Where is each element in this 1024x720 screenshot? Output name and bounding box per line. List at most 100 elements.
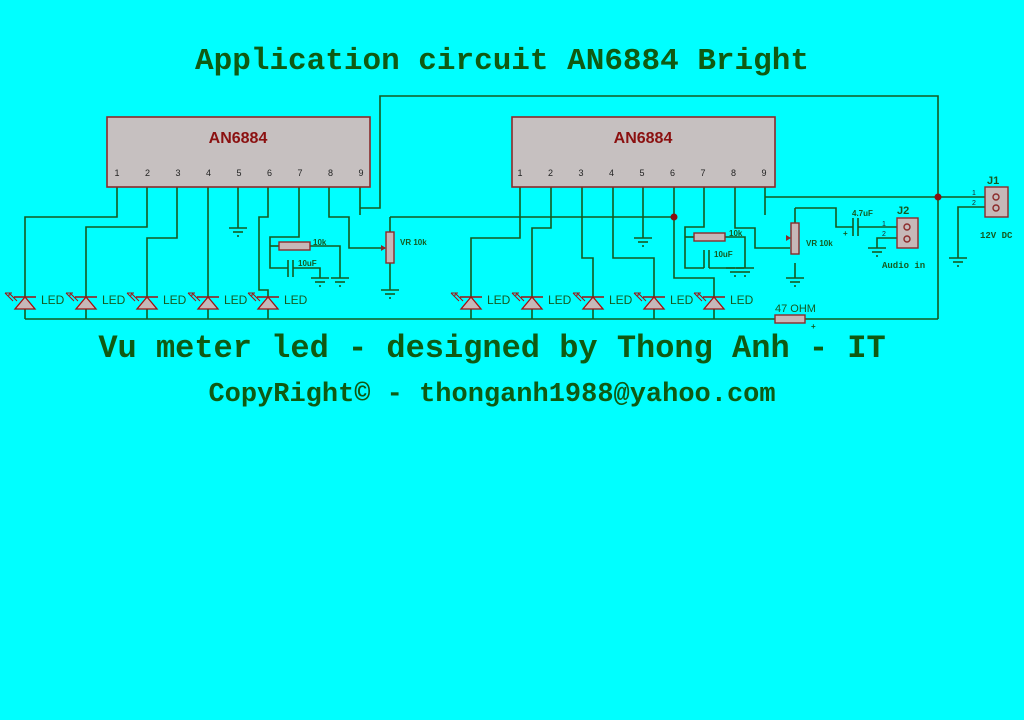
led-diode[interactable]: LED <box>4 291 65 319</box>
ground-icon <box>634 237 652 247</box>
wiper-arrow-icon <box>381 245 386 251</box>
capacitor-label: 10uF <box>714 250 733 259</box>
ground-icon <box>786 277 804 287</box>
resistor-label: 10k <box>313 238 327 247</box>
capacitor-label: 4.7uF <box>852 209 873 218</box>
capacitor-10uf-2 <box>703 250 710 268</box>
ground-icon <box>726 267 744 277</box>
light-emission-arrows-icon <box>65 291 79 302</box>
potentiometer-label: VR 10k <box>806 239 833 248</box>
resistor-10k-2[interactable] <box>693 232 726 242</box>
pin-number: 7 <box>297 168 302 178</box>
led-diode[interactable]: LED <box>247 291 308 319</box>
connector-ref: J1 <box>987 175 999 187</box>
led-label: LED <box>224 293 248 307</box>
connector-desc: Audio in <box>882 261 925 271</box>
pin-number: 3 <box>578 168 583 178</box>
potentiometer-2[interactable] <box>790 222 800 255</box>
connector-j1[interactable] <box>984 186 1009 218</box>
pin-number: 1 <box>882 221 886 228</box>
pin-number: 5 <box>236 168 241 178</box>
diode-icon <box>520 295 544 310</box>
diode-icon <box>135 295 159 310</box>
light-emission-arrows-icon <box>511 291 525 302</box>
led-label: LED <box>102 293 126 307</box>
pin-number: 8 <box>731 168 736 178</box>
led-diode[interactable]: LED <box>450 291 511 319</box>
pin-number: 1 <box>972 190 976 197</box>
pin-number: 1 <box>114 168 119 178</box>
pin-number: 2 <box>972 200 976 207</box>
light-emission-arrows-icon <box>187 291 201 302</box>
led-label: LED <box>730 293 754 307</box>
pin-number: 9 <box>761 168 766 178</box>
led-diode[interactable]: LED <box>572 291 633 319</box>
light-emission-arrows-icon <box>247 291 261 302</box>
diode-icon <box>642 295 666 310</box>
led-label: LED <box>41 293 65 307</box>
wiper-arrow-icon <box>786 235 791 241</box>
led-diode[interactable]: LED <box>65 291 126 319</box>
ground-icon <box>381 289 399 299</box>
led-diode[interactable]: LED <box>511 291 572 319</box>
capacitor-label: 10uF <box>298 259 317 268</box>
led-label: LED <box>487 293 511 307</box>
polarity-mark: + <box>843 229 848 238</box>
diode-icon <box>256 295 280 310</box>
pin-number: 7 <box>700 168 705 178</box>
pin-number: 3 <box>175 168 180 178</box>
resistor-label: 10k <box>729 229 743 238</box>
resistor-47-ohm[interactable] <box>774 314 806 324</box>
light-emission-arrows-icon <box>633 291 647 302</box>
ground-icon <box>868 247 886 257</box>
diode-icon <box>459 295 483 310</box>
ground-symbols <box>229 227 967 299</box>
potentiometer-1[interactable] <box>385 231 395 264</box>
diagram-title: Application circuit AN6884 Bright <box>195 44 809 79</box>
capacitor-10uf-1 <box>287 260 294 277</box>
connector-desc: 12V DC <box>980 231 1013 241</box>
diode-icon <box>196 295 220 310</box>
potentiometer-label: VR 10k <box>400 238 427 247</box>
capacitor-4.7uf <box>852 218 859 236</box>
copyright-text: CopyRight© - thonganh1988@yahoo.com <box>208 380 776 410</box>
ground-icon <box>331 277 349 287</box>
pin-number: 6 <box>267 168 272 178</box>
diode-icon <box>581 295 605 310</box>
pin-number: 1 <box>517 168 522 178</box>
led-label: LED <box>163 293 187 307</box>
resistor-10k-1[interactable] <box>278 241 311 251</box>
ground-icon <box>311 277 329 287</box>
junction-dot <box>934 193 942 201</box>
resistor-label: 47 OHM <box>775 303 816 315</box>
ground-icon <box>229 227 247 237</box>
diode-icon <box>13 295 37 310</box>
led-diode[interactable]: LED <box>187 291 248 319</box>
led-diode[interactable]: LED <box>693 291 754 319</box>
ground-icon <box>949 257 967 267</box>
polarity-mark: + <box>811 322 816 331</box>
connector-ref: J2 <box>897 205 909 217</box>
led-label: LED <box>609 293 633 307</box>
led-diode[interactable]: LED <box>126 291 187 319</box>
light-emission-arrows-icon <box>4 291 18 302</box>
led-diode[interactable]: LED <box>633 291 694 319</box>
junction-dot <box>670 213 678 221</box>
pin-number: 6 <box>670 168 675 178</box>
pin-number: 4 <box>206 168 211 178</box>
light-emission-arrows-icon <box>126 291 140 302</box>
pin-number: 5 <box>639 168 644 178</box>
ic-label: AN6884 <box>614 130 673 147</box>
subtitle: Vu meter led - designed by Thong Anh - I… <box>98 330 886 367</box>
light-emission-arrows-icon <box>572 291 586 302</box>
ic-label: AN6884 <box>209 130 268 147</box>
light-emission-arrows-icon <box>450 291 464 302</box>
led-label: LED <box>284 293 308 307</box>
connector-j2[interactable] <box>896 217 919 249</box>
